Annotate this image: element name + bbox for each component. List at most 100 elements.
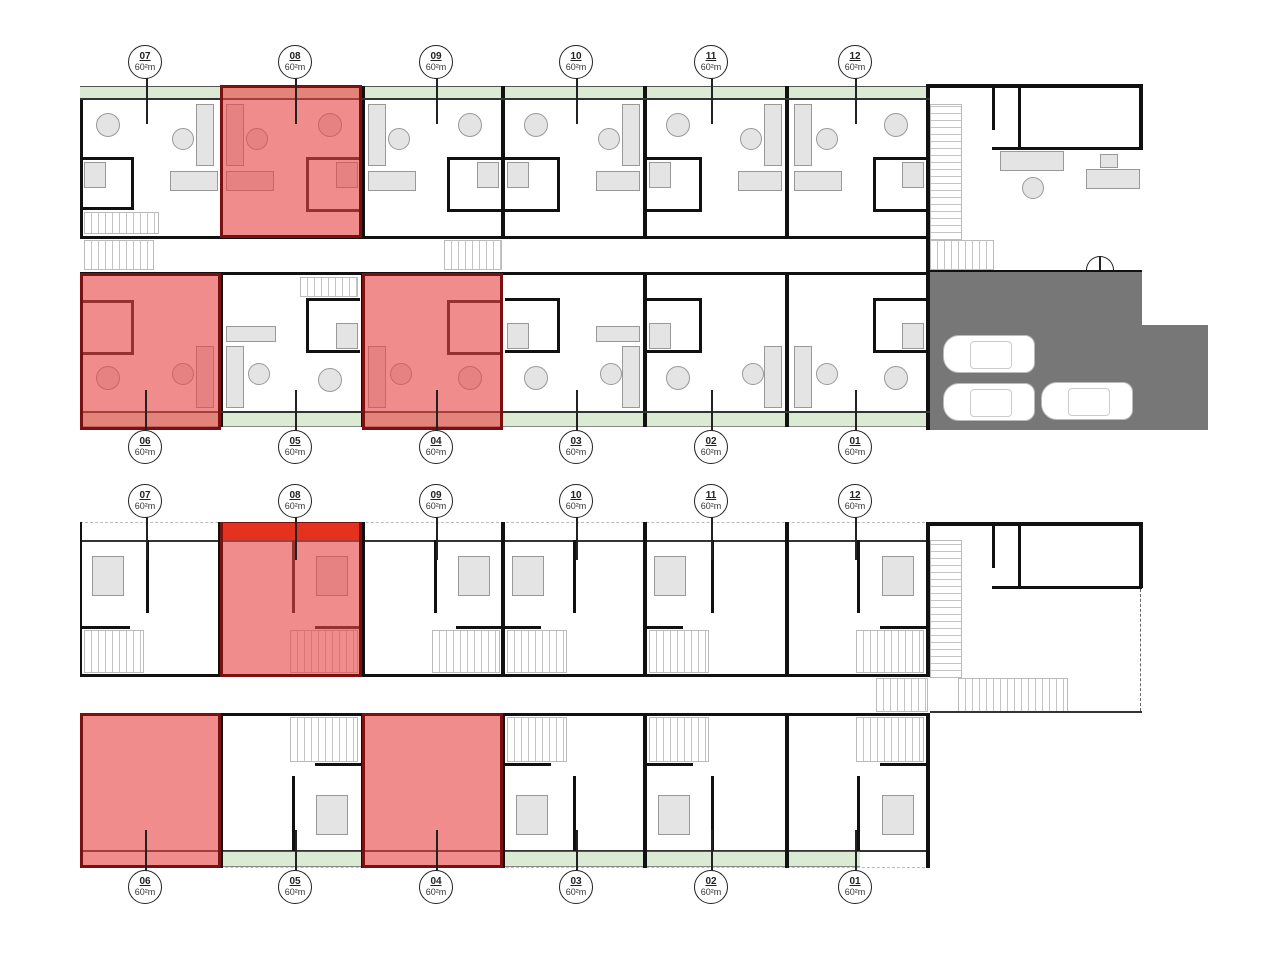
wall xyxy=(80,674,930,677)
garden-strip-upper xyxy=(223,851,361,867)
bathroom-wall xyxy=(505,157,559,160)
unit-area: 60²m xyxy=(700,887,722,897)
tag-leader xyxy=(146,515,148,560)
sofa xyxy=(764,346,782,408)
coffee-table xyxy=(742,363,764,385)
unit-number: 04 xyxy=(430,436,442,447)
lobby-chair xyxy=(1100,154,1118,168)
unit-area: 60²m xyxy=(844,62,866,72)
bathroom-wall xyxy=(505,298,559,301)
lobby-wall xyxy=(930,270,1142,272)
bedroom-wall xyxy=(456,626,502,629)
unit-08-ground-highlight[interactable] xyxy=(220,85,362,238)
tag-leader xyxy=(146,78,148,124)
unit-area: 60²m xyxy=(700,62,722,72)
car-icon xyxy=(1041,382,1133,420)
unit-area: 60²m xyxy=(565,62,587,72)
unit-area: 60²m xyxy=(425,447,447,457)
bedroom-wall xyxy=(82,626,130,629)
unit-area: 60²m xyxy=(284,501,306,511)
unit-04-ground-highlight[interactable] xyxy=(362,273,503,430)
lobby-dining-table xyxy=(1086,169,1140,189)
wall xyxy=(80,272,930,275)
sofa xyxy=(226,346,244,408)
wall xyxy=(219,272,223,427)
unit-number: 08 xyxy=(289,51,301,62)
dining-table xyxy=(666,113,690,137)
wall xyxy=(643,522,647,677)
lobby-wall xyxy=(992,586,1142,589)
wall xyxy=(926,86,930,430)
unit-area: 60²m xyxy=(700,501,722,511)
shower xyxy=(336,323,358,349)
tag-leader xyxy=(436,390,438,432)
bedroom-wall xyxy=(146,540,149,613)
bathroom-wall xyxy=(557,298,560,353)
lobby-sofa xyxy=(1000,151,1064,171)
wall xyxy=(80,540,930,542)
wall xyxy=(785,86,789,238)
lobby-wall xyxy=(992,522,995,568)
bathroom-wall xyxy=(873,209,927,212)
wall xyxy=(501,713,505,868)
wall xyxy=(501,522,505,677)
wall xyxy=(80,236,930,239)
sofa xyxy=(794,104,812,166)
coffee-table xyxy=(248,363,270,385)
unit-number: 05 xyxy=(289,436,301,447)
unit-area: 60²m xyxy=(425,62,447,72)
unit-area: 60²m xyxy=(134,447,156,457)
garden-strip-upper xyxy=(789,851,860,867)
unit-04-upper-highlight[interactable] xyxy=(362,713,503,868)
car-icon xyxy=(943,335,1035,373)
lobby-wall xyxy=(926,522,1142,526)
wall xyxy=(80,522,82,677)
sofa xyxy=(794,346,812,408)
sofa xyxy=(196,104,214,166)
tag-leader xyxy=(436,78,438,124)
unit-number: 02 xyxy=(705,436,717,447)
dining-table xyxy=(318,368,342,392)
lobby-wall xyxy=(926,84,1142,88)
unit-06-upper-highlight[interactable] xyxy=(80,713,221,868)
tag-leader xyxy=(855,390,857,432)
coffee-table xyxy=(388,128,410,150)
bathroom-wall xyxy=(306,298,309,353)
unit-06-ground-highlight[interactable] xyxy=(80,273,221,430)
unit-number: 05 xyxy=(289,876,301,887)
bathroom-wall xyxy=(699,298,702,353)
wall xyxy=(219,713,223,868)
corridor-stairs xyxy=(876,678,928,712)
lobby-coffee-table xyxy=(1022,177,1044,199)
bathroom-wall xyxy=(557,157,560,212)
bedroom-wall xyxy=(647,763,693,766)
unit-area: 60²m xyxy=(425,887,447,897)
unit-number: 06 xyxy=(139,876,151,887)
unit-08-upper-highlight[interactable] xyxy=(220,522,362,677)
